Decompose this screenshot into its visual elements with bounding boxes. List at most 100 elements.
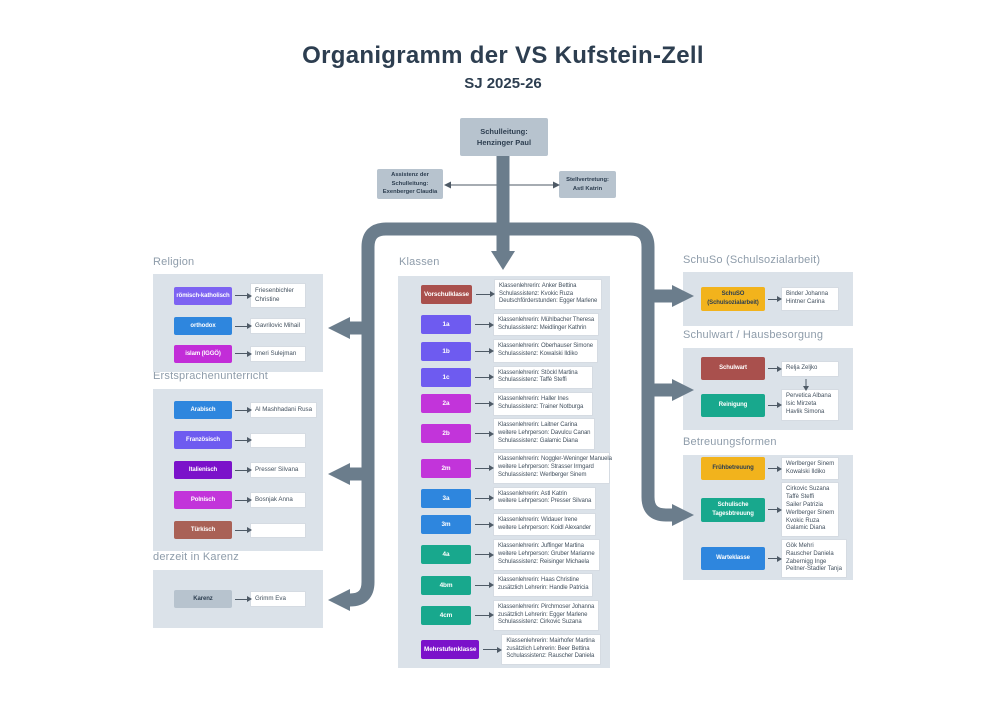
arrow-icon: [768, 365, 782, 372]
arrow-icon: [235, 323, 252, 330]
schulwart-header: Schulwart / Hausbesorgung: [683, 329, 824, 341]
arrow-left-icon: [444, 181, 451, 189]
arrow-icon: [475, 521, 494, 528]
names-box: Klassenlehrerin: Widauer Irene weitere L…: [493, 512, 596, 537]
category-box: 2a: [421, 394, 471, 414]
arrow-icon: [235, 497, 252, 503]
religion-arrowhead-icon: [328, 317, 350, 339]
karenz-header: derzeit in Karenz: [153, 551, 239, 563]
assistenz-box: Assistenz der Schulleitung: Exenberger C…: [377, 169, 443, 199]
category-box: 1b: [421, 341, 471, 361]
arrow-icon: [475, 495, 494, 502]
names-box: Klassenlehrerin: Mairhofer Martina zusät…: [501, 633, 602, 666]
arrow-icon: [475, 582, 494, 589]
category-box: 3m: [421, 515, 471, 535]
org-row: Schulwart Relja Zeljko: [701, 357, 853, 381]
arrow-icon: [768, 506, 782, 513]
names-box: Klassenlehrerin: Oberhauser Simone Schul…: [493, 339, 598, 363]
org-row: islam (IGGÖ)Imeri Sulejman: [174, 344, 323, 363]
arrow-icon: [235, 527, 252, 533]
names-box: Klassenlehrerin: Haas Christine zusätzli…: [493, 573, 594, 597]
category-box: 4a: [421, 545, 471, 565]
names-box: Gavrilovic Mihail: [250, 318, 306, 335]
category-box: römisch-katholisch: [174, 286, 232, 305]
org-row: Reinigung Pervetica Albana Isic Mirzeta H…: [701, 389, 853, 421]
org-row: 1a Klassenlehrerin: Mühlbacher Theresa Sc…: [421, 312, 610, 337]
names-box: Relja Zeljko: [781, 360, 839, 377]
names-box: [250, 432, 306, 448]
category-box: Französisch: [174, 431, 232, 449]
category-box: Reinigung: [701, 393, 765, 417]
org-row: Italienisch Presser Silvana: [174, 461, 323, 479]
category-box: 4cm: [421, 605, 471, 625]
names-box: Klassenlehrerin: Juffinger Martina weite…: [493, 539, 600, 571]
org-row: 1b Klassenlehrerin: Oberhauser Simone Sch…: [421, 339, 610, 363]
category-box: Schulische Tagesbtreuung: [701, 497, 765, 522]
names-box: Klassenlehrerin: Mühlbacher Theresa Schu…: [493, 312, 600, 337]
names-box: Bosnjak Anna: [250, 491, 306, 509]
arrow-icon: [475, 321, 494, 328]
category-box: 3a: [421, 488, 471, 508]
names-box: Presser Silvana: [250, 461, 306, 479]
betreuung-header: Betreuungsformen: [683, 436, 777, 448]
category-box: 1c: [421, 367, 471, 387]
org-row: römisch-katholisch Friesenbichler Christi…: [174, 283, 323, 308]
page-subtitle: SJ 2025-26: [464, 75, 542, 92]
names-box: Klassenlehrerin: Anker Bettina Schulassi…: [494, 278, 603, 311]
arrow-icon: [475, 374, 494, 381]
category-box: Schulwart: [701, 357, 765, 381]
names-box: Pervetica Albana Isic Mirzeta Havlik Sim…: [781, 389, 839, 421]
klassen-arrowhead-icon: [491, 251, 515, 270]
arrow-icon: [475, 551, 494, 558]
arrow-icon: [235, 467, 252, 473]
category-box: Polnisch: [174, 491, 232, 509]
category-box: 4bm: [421, 575, 471, 595]
names-box: Klassenlehrerin: Noggler-Weninger Manuel…: [493, 452, 612, 484]
arrow-icon: [235, 596, 252, 602]
category-box: Frühbetreuung: [701, 457, 765, 481]
org-row: Französisch: [174, 431, 323, 449]
org-row: SchuSO (Schulsozialarbeit)Binder Johanna…: [701, 287, 853, 311]
arrow-icon: [475, 348, 494, 355]
org-row: 2m Klassenlehrerin: Noggler-Weninger Manu…: [421, 452, 612, 484]
category-box: islam (IGGÖ): [174, 344, 232, 363]
arrow-icon: [768, 465, 782, 472]
arrow-icon: [475, 400, 494, 407]
names-box: Binder Johanna Hintner Carina: [781, 287, 839, 311]
category-box: Türkisch: [174, 521, 232, 539]
schuso-panel: SchuSO (Schulsozialarbeit)Binder Johanna…: [683, 272, 853, 326]
names-box: Werlberger Sinem Kowalski Ildiko: [781, 456, 840, 481]
names-box: Friesenbichler Christine: [250, 283, 306, 308]
arrow-icon: [768, 296, 782, 302]
category-box: Karenz: [174, 590, 232, 608]
org-row: 4a Klassenlehrerin: Juffinger Martina wei…: [421, 539, 610, 571]
stellvertretung-box: Stellvertretung: Astl Katrin: [559, 171, 616, 198]
arrow-icon: [476, 291, 496, 298]
arrow-icon: [483, 646, 503, 653]
category-box: 1a: [421, 315, 471, 335]
arrow-icon: [475, 612, 494, 619]
arrow-icon: [235, 292, 252, 299]
category-box: orthodox: [174, 317, 232, 336]
names-box: Klassenlehrerin: Laitner Carina weitere …: [493, 418, 596, 450]
erstsprachen-header: Erstsprachenunterricht: [153, 370, 269, 382]
religion-panel: römisch-katholisch Friesenbichler Christi…: [153, 274, 323, 372]
arrow-icon: [475, 465, 494, 472]
erstsprachen-arrowhead-icon: [328, 463, 350, 485]
names-box: Gök Mehri Rauscher Daniela Zabernigg Ing…: [781, 538, 847, 579]
category-box: 2b: [421, 424, 471, 444]
category-box: Italienisch: [174, 461, 232, 479]
arrow-icon: [768, 402, 782, 409]
arrow-icon: [475, 430, 494, 437]
category-box: 2m: [421, 458, 471, 478]
